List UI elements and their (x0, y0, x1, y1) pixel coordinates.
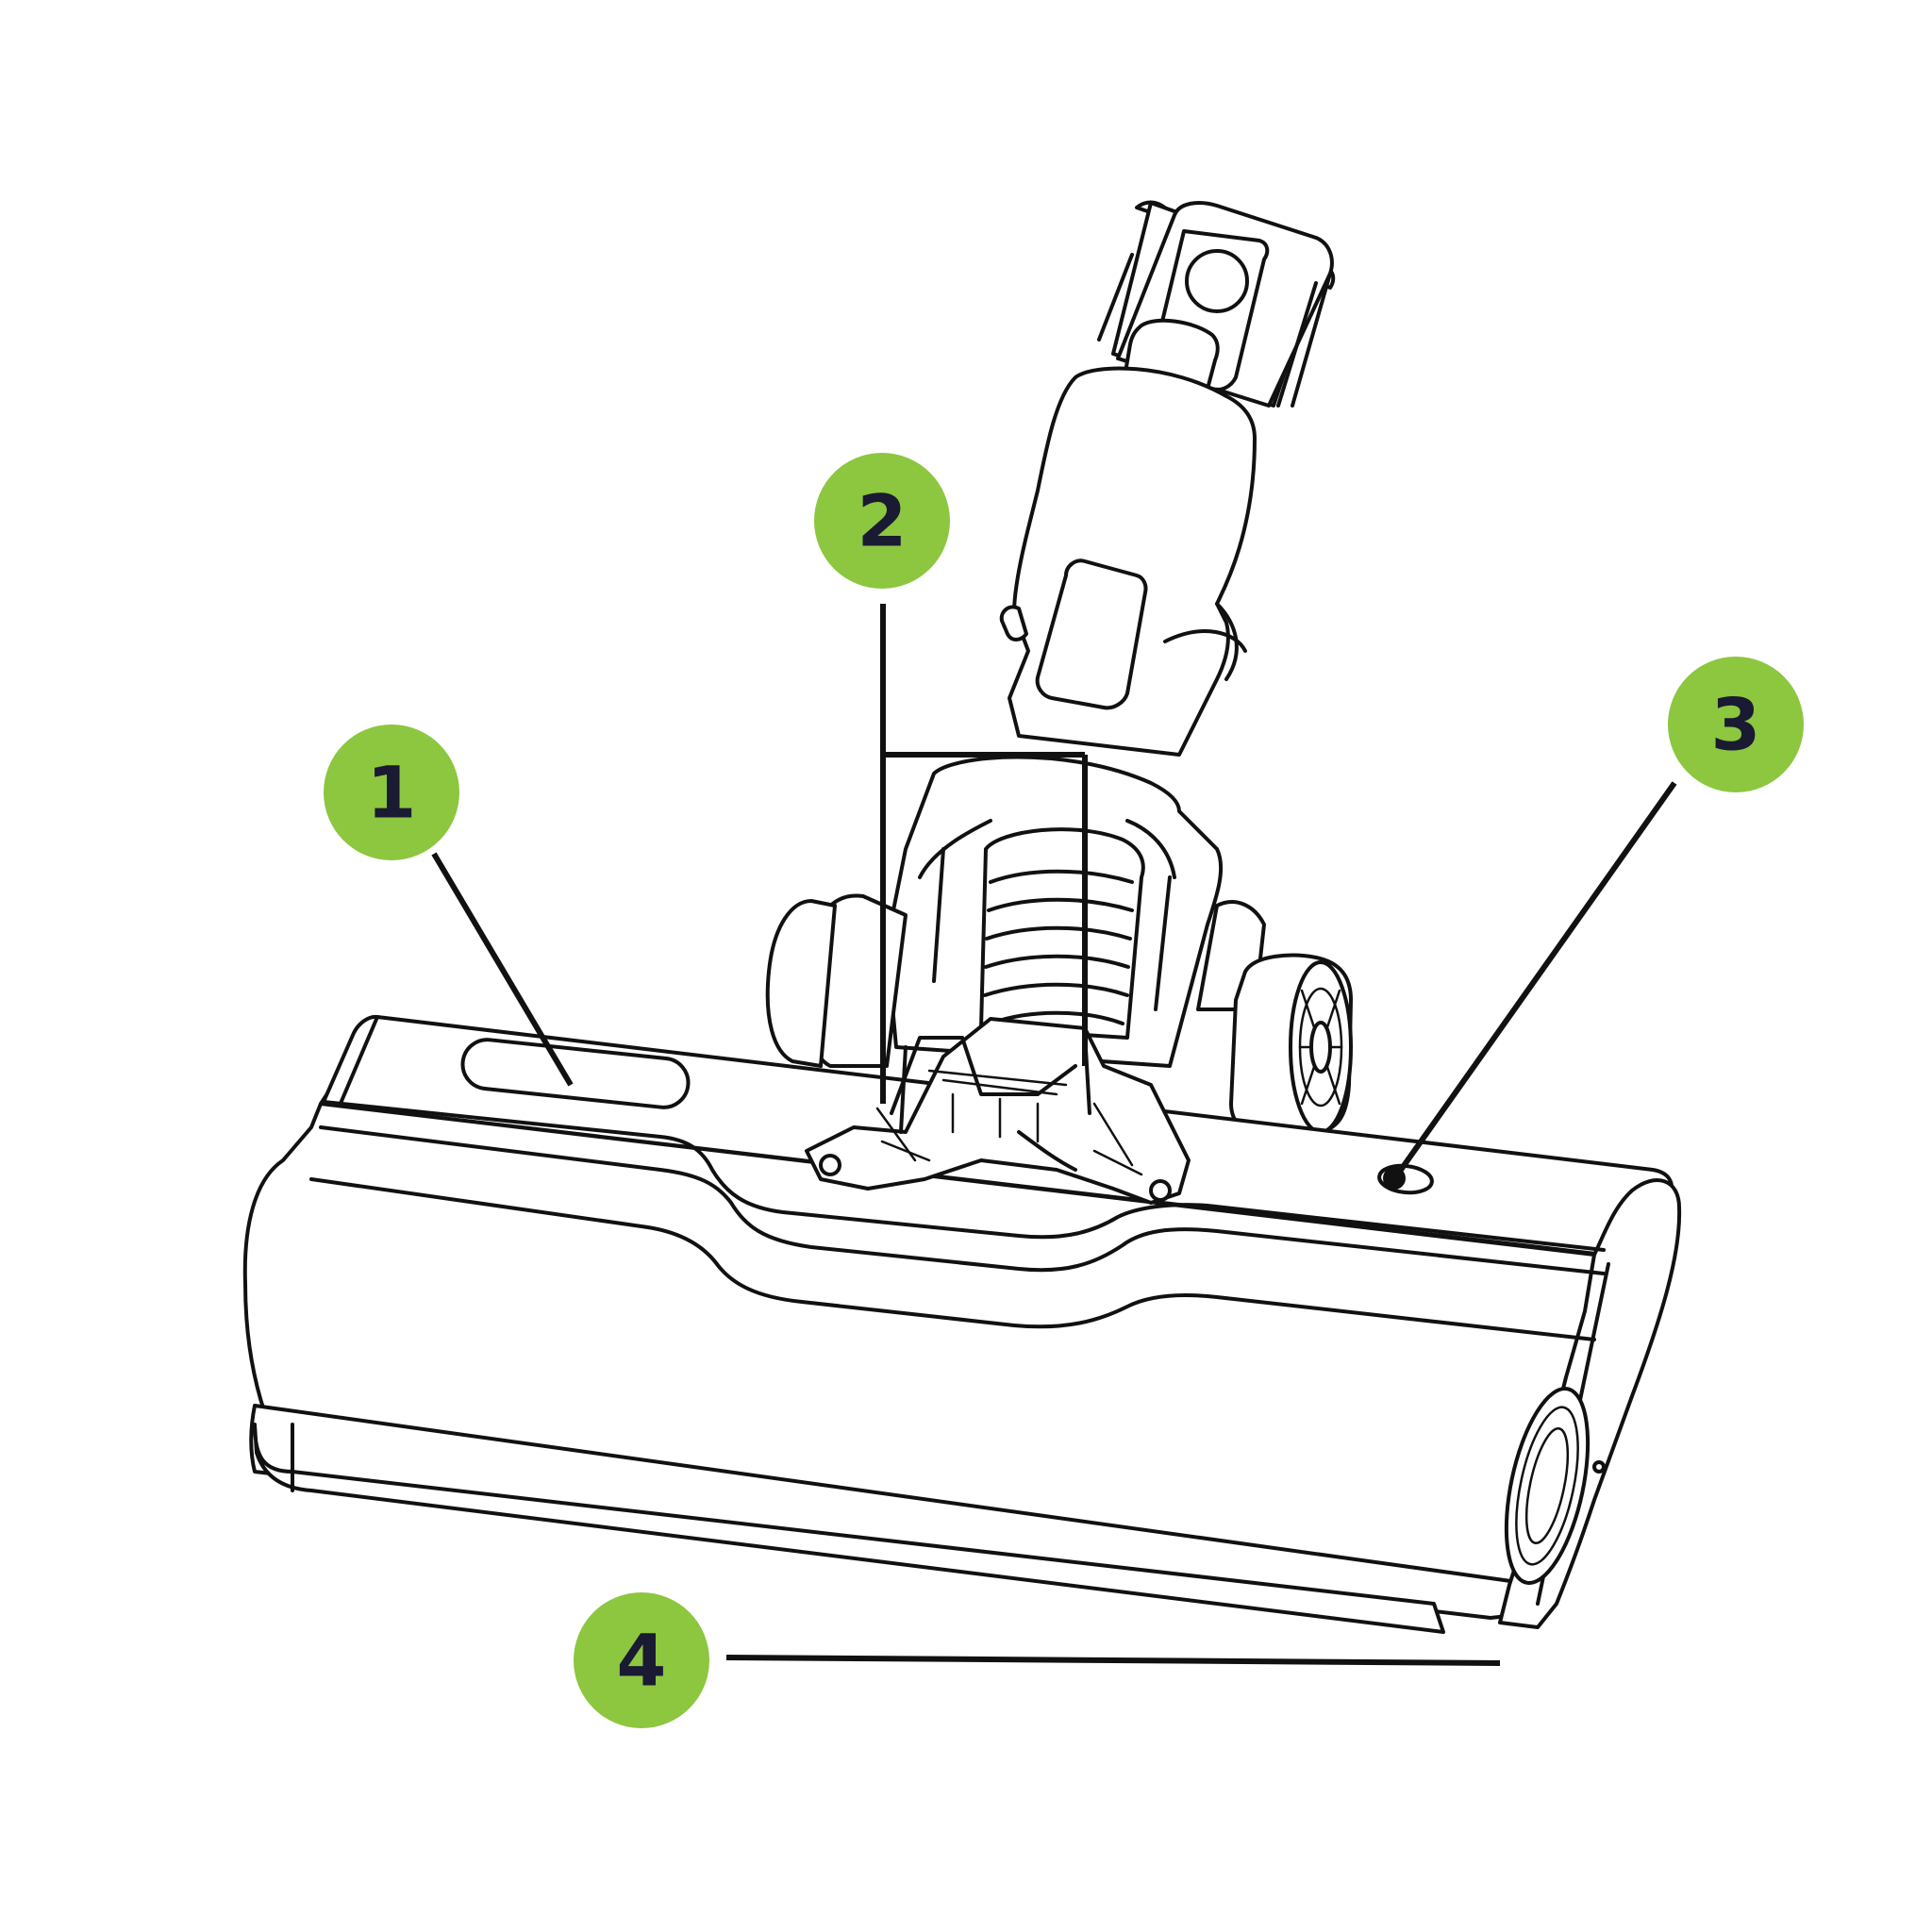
leader-line-4 (725, 1655, 1501, 1666)
callout-circle-2 (814, 453, 950, 589)
rear-wheel-right (1229, 953, 1353, 1139)
callout-circle-3 (1668, 657, 1804, 792)
callout-badge-2: 2 (814, 453, 950, 589)
rear-wheel-left (765, 899, 837, 1068)
leader-line-1 (431, 852, 574, 1087)
callout-number-1: 1 (367, 751, 417, 835)
callout-badge-3: 3 (1668, 657, 1804, 792)
callout-number-4: 4 (617, 1619, 667, 1703)
wand-connector (999, 200, 1336, 757)
swivel-joint (803, 755, 1266, 1068)
callout-circle-4 (574, 1592, 709, 1728)
callout-circle-1 (324, 724, 459, 860)
callout-number-3: 3 (1711, 683, 1761, 767)
callout-leaders (431, 604, 1677, 1666)
callout-number-2: 2 (858, 479, 908, 563)
callout-badge-1: 1 (324, 724, 459, 860)
brush-release-mechanism (805, 1017, 1191, 1205)
leader-line-3 (1398, 781, 1677, 1172)
callout-badge-4: 4 (574, 1592, 709, 1728)
